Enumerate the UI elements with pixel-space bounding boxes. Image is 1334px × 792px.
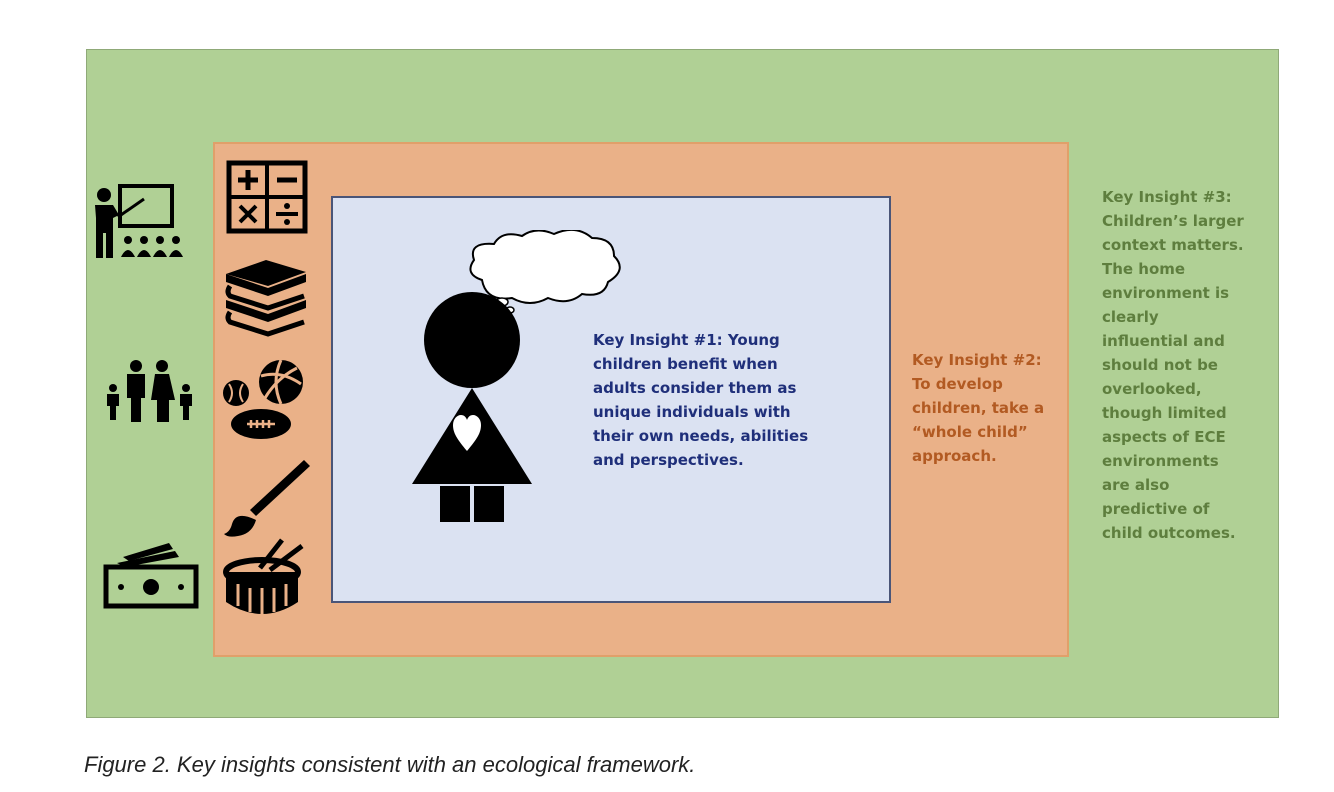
drum-icon bbox=[220, 536, 308, 618]
teacher-classroom-icon bbox=[90, 183, 186, 263]
key-insight-1: Key Insight #1: Young children benefit w… bbox=[593, 331, 809, 469]
books-icon bbox=[220, 256, 310, 338]
key-insight-3: Key Insight #3: Children’s larger contex… bbox=[1102, 188, 1244, 542]
family-icon bbox=[102, 360, 198, 422]
thought-cloud-icon bbox=[462, 230, 622, 316]
key-insight-2: Key Insight #2: To develop children, tak… bbox=[912, 351, 1045, 465]
sports-balls-icon bbox=[221, 358, 307, 442]
figure-caption: Figure 2. Key insights consistent with a… bbox=[84, 752, 696, 777]
paintbrush-icon bbox=[222, 456, 312, 540]
money-icon bbox=[103, 541, 199, 609]
math-operations-icon bbox=[226, 160, 308, 234]
heart-icon bbox=[453, 415, 481, 453]
child-figure-icon bbox=[410, 290, 536, 526]
